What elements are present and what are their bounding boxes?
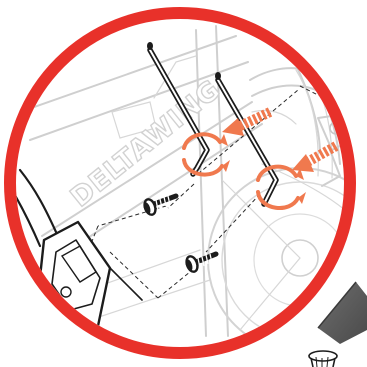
bolt-lower xyxy=(184,254,216,273)
small-fastener-icon xyxy=(309,351,337,367)
callout-ring xyxy=(10,13,350,353)
bolt-upper xyxy=(142,196,176,216)
fork-leg-outside xyxy=(318,282,367,344)
